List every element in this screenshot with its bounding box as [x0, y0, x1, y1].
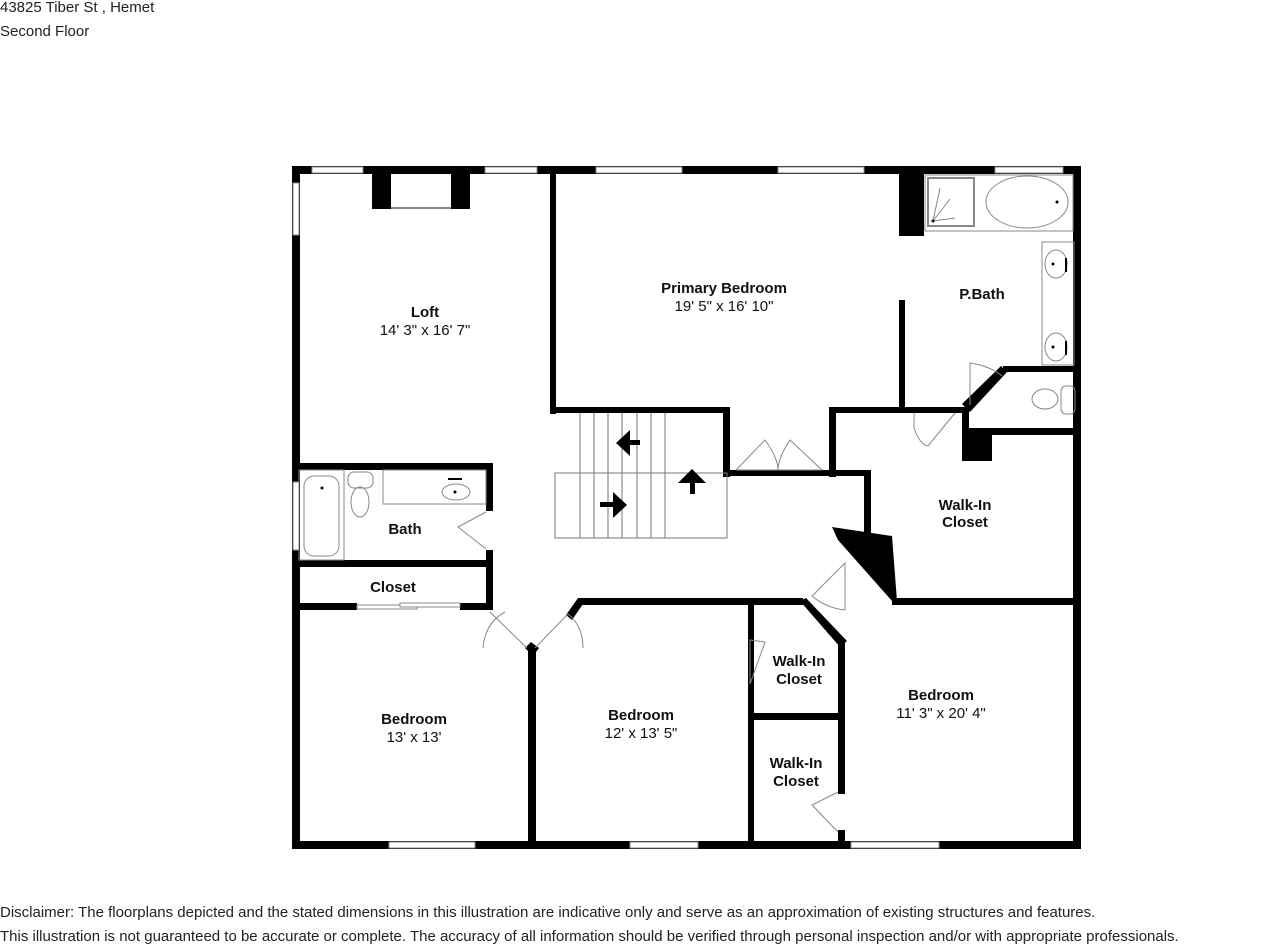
toilet-icon	[350, 486, 370, 518]
room-label-bedroom-1: Bedroom 13' x 13'	[381, 711, 447, 746]
room-label-closet: Closet	[370, 579, 416, 596]
room-label-walk-in-closet-2: Walk-In Closet	[770, 755, 823, 790]
svg-text:Bedroom: Bedroom	[908, 687, 974, 704]
floor-label: Second Floor	[0, 23, 90, 40]
interior-walls	[292, 172, 1075, 845]
svg-text:Closet: Closet	[370, 579, 416, 596]
stair-arrows	[600, 430, 706, 518]
room-label-bath: Bath	[388, 521, 421, 538]
bathtub-icon	[303, 475, 340, 557]
svg-text:Closet: Closet	[942, 514, 988, 531]
room-label-primary-bedroom: Primary Bedroom 19' 5" x 16' 10"	[661, 280, 787, 315]
fixtures	[298, 174, 1076, 561]
windows	[292, 166, 1064, 849]
room-label-loft: Loft 14' 3" x 16' 7"	[380, 304, 471, 339]
svg-text:Walk-In: Walk-In	[773, 653, 826, 670]
svg-text:13' x 13': 13' x 13'	[387, 729, 442, 746]
arrow-left-icon	[616, 430, 630, 456]
sink-icon	[441, 483, 471, 501]
shower-icon	[927, 177, 975, 227]
room-label-bedroom-2: Bedroom 12' x 13' 5"	[605, 707, 678, 742]
sink-icon	[1044, 249, 1068, 279]
svg-text:Bath: Bath	[388, 521, 421, 538]
svg-text:14' 3" x 16' 7": 14' 3" x 16' 7"	[380, 322, 471, 339]
disclaimer-line-2: This illustration is not guaranteed to b…	[0, 928, 1179, 945]
svg-text:Bedroom: Bedroom	[381, 711, 447, 728]
room-label-primary-bath: P.Bath	[959, 286, 1005, 303]
room-label-walk-in-closet-1: Walk-In Closet	[773, 653, 826, 688]
svg-text:Bedroom: Bedroom	[608, 707, 674, 724]
svg-text:19' 5" x 16' 10": 19' 5" x 16' 10"	[675, 298, 774, 315]
svg-text:Walk-In: Walk-In	[770, 755, 823, 772]
svg-text:Closet: Closet	[773, 773, 819, 790]
room-label-bedroom-3: Bedroom 11' 3" x 20' 4"	[896, 687, 986, 722]
svg-text:Closet: Closet	[776, 671, 822, 688]
svg-text:Walk-In: Walk-In	[939, 497, 992, 514]
property-address: 43825 Tiber St , Hemet	[0, 0, 155, 16]
fixture-dots	[320, 200, 1067, 494]
arrow-up-icon	[678, 469, 706, 483]
bathtub-icon	[985, 175, 1069, 229]
svg-text:12' x 13' 5": 12' x 13' 5"	[605, 725, 678, 742]
svg-text:P.Bath: P.Bath	[959, 286, 1005, 303]
sink-icon	[1044, 332, 1068, 362]
toilet-icon	[1031, 388, 1059, 410]
room-label-walk-in-closet-primary: Walk-In Closet	[939, 497, 992, 531]
disclaimer-line-1: Disclaimer: The floorplans depicted and …	[0, 904, 1096, 921]
doors	[356, 362, 1003, 833]
svg-text:11' 3" x 20' 4": 11' 3" x 20' 4"	[896, 705, 986, 722]
svg-text:Primary Bedroom: Primary Bedroom	[661, 280, 787, 297]
stairs	[554, 413, 728, 539]
svg-text:Loft: Loft	[411, 304, 439, 321]
arrow-right-icon	[613, 492, 627, 518]
